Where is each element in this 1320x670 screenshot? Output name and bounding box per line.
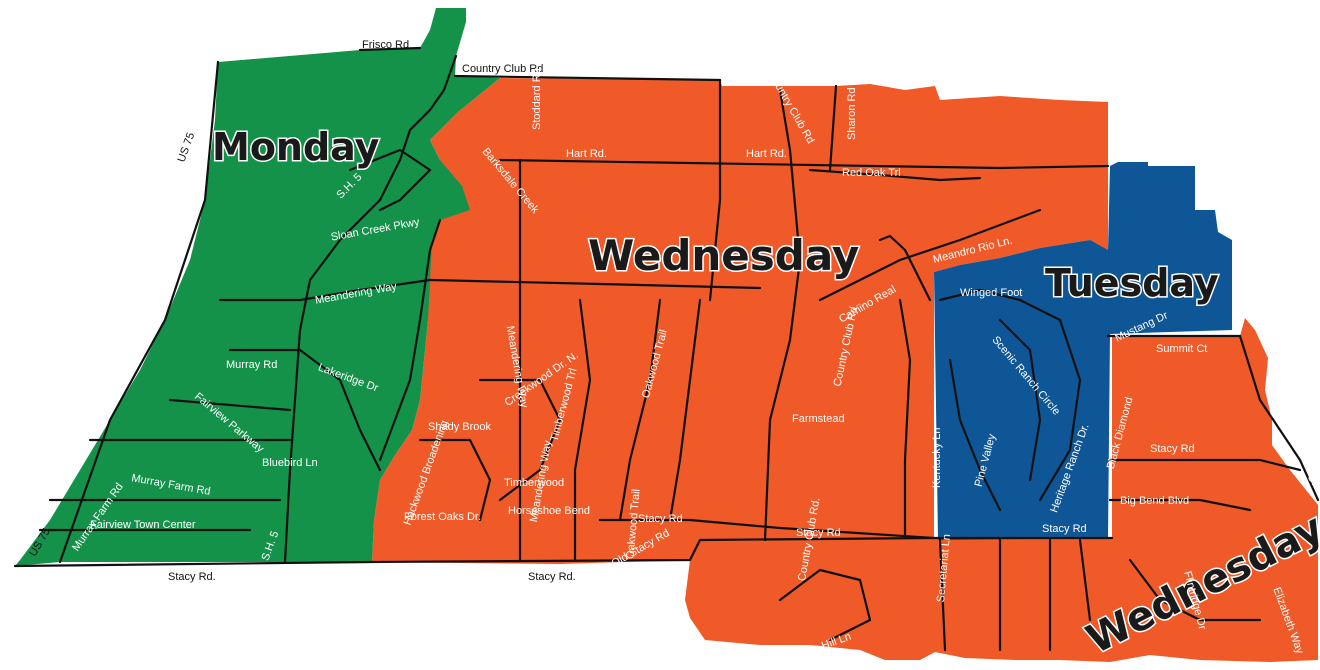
label-frisco-rd: Frisco Rd	[362, 39, 409, 51]
road-network	[13, 46, 1320, 652]
label-bluebird-ln: Bluebird Ln	[262, 457, 318, 469]
label-hart-rd-b: Hart Rd.	[746, 148, 787, 160]
label-horseshoe-bend: Horseshoe Bend	[508, 505, 590, 517]
label-hart-rd-a: Hart Rd.	[566, 148, 607, 160]
label-winged-foot: Winged Foot	[960, 287, 1022, 299]
label-stacy-rd-east: Stacy Rd	[1150, 443, 1195, 455]
label-timberwood: Timberwood	[504, 477, 564, 489]
label-stacy-rd-dot-left: Stacy Rd.	[168, 571, 216, 583]
label-red-oak-trl: Red Oak Trl	[842, 167, 901, 179]
label-fitzhugh-mill-rd: Fitzhugh Mill Rd	[1270, 294, 1296, 374]
zone-monday	[15, 8, 500, 566]
label-secretariat-ln: Secretariat Ln	[935, 534, 953, 603]
label-sharon-rd: Sharon Rd	[846, 87, 858, 140]
zone-label-tuesday: Tuesday	[1045, 261, 1219, 305]
label-country-club-rd-top: Country Club Rd	[462, 63, 543, 75]
label-forest-oaks-dr: Forest Oaks Dr.	[404, 511, 481, 523]
zone-label-wednesday-main: Wednesday	[588, 231, 859, 280]
label-stoddard-rd: Stoddard Rd	[531, 68, 543, 130]
label-shady-brook: Shady Brook	[428, 421, 491, 433]
label-stacy-rd-c: Stacy Rd	[1042, 523, 1087, 535]
label-stacy-rd-b: Stacy Rd	[796, 527, 841, 539]
zone-wednesday-main-body	[372, 78, 1108, 564]
label-farmstead: Farmstead	[792, 413, 845, 425]
label-murray-rd: Murray Rd	[226, 359, 277, 371]
label-us75-upper: US 75	[176, 131, 198, 164]
label-big-bend-blvd: Big Bend Blvd	[1120, 495, 1189, 507]
zone-tuesday	[934, 162, 1232, 540]
label-summit-ct: Summit Ct	[1156, 343, 1207, 355]
label-stacy-rd-a: Stacy Rd	[638, 513, 683, 525]
zone-label-monday: Monday	[212, 125, 380, 169]
label-kentucky-ln: Kentucky Ln	[931, 427, 943, 488]
label-fairview-town-center: Fairview Town Center	[90, 519, 196, 531]
label-stacy-rd-dot-mid: Stacy Rd.	[528, 571, 576, 583]
